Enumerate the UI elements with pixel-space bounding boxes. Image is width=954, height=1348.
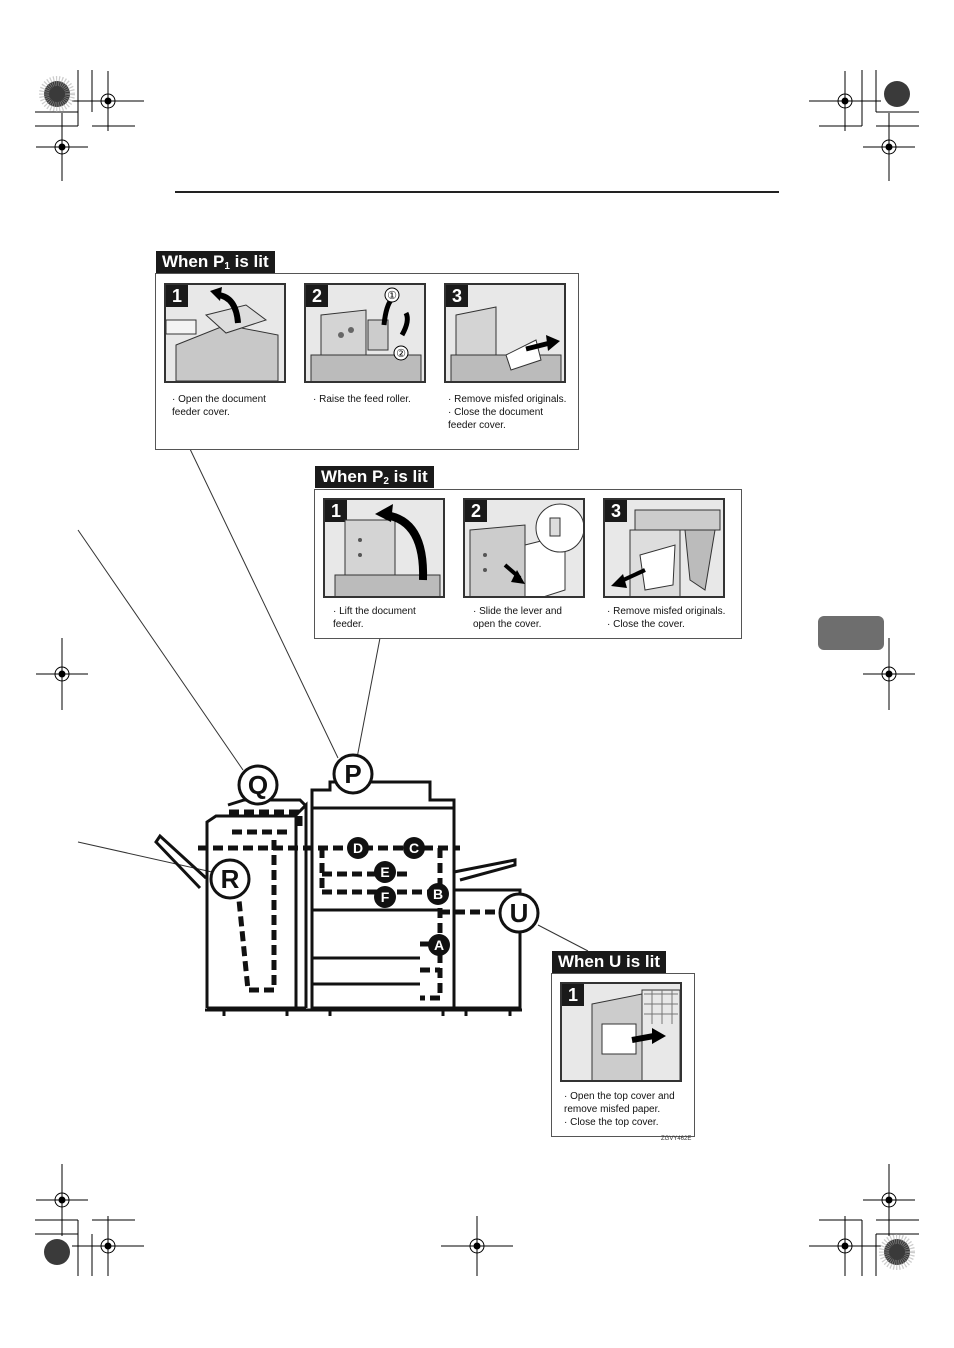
- step-number: 1: [325, 500, 347, 522]
- u-header-text: When U is lit: [558, 952, 660, 971]
- p1-step-1-illustration: 1: [164, 283, 286, 383]
- caption-line: remove misfed paper.: [564, 1104, 661, 1115]
- label-f: F: [381, 889, 390, 905]
- p1-step-3-illustration: 3: [444, 283, 566, 383]
- caption-line: · Slide the lever and: [473, 606, 562, 617]
- p2-step-3-caption: · Remove misfed originals. · Close the c…: [607, 605, 725, 631]
- label-q: Q: [248, 770, 268, 800]
- p2-step-2-illustration: 2: [463, 498, 585, 598]
- header-rule: [175, 191, 779, 193]
- p1-step-2-caption: · Raise the feed roller.: [313, 393, 411, 406]
- p2-header: When P2 is lit: [315, 466, 434, 488]
- label-d: D: [353, 840, 363, 856]
- p1-panel: 1 2 ① ② 3 · Open the document feeder cove…: [155, 273, 579, 450]
- u-step-1-illustration: 1: [560, 982, 682, 1082]
- caption-line: · Raise the feed roller.: [313, 394, 411, 405]
- figure-code: ZGVY462E: [661, 1136, 692, 1142]
- callout-1: ①: [387, 290, 397, 302]
- p2-step-2-caption: · Slide the lever and open the cover.: [473, 605, 562, 631]
- p1-header-sub: 1: [224, 261, 230, 272]
- step-number: 1: [562, 984, 584, 1006]
- p1-step-1-caption: · Open the document feeder cover.: [172, 393, 266, 419]
- step-number: 1: [166, 285, 188, 307]
- caption-line: · Lift the document: [333, 606, 416, 617]
- p1-step-3-caption: · Remove misfed originals. · Close the d…: [448, 393, 566, 432]
- label-c: C: [409, 840, 419, 856]
- p2-step-3-illustration: 3: [603, 498, 725, 598]
- step-number: 2: [465, 500, 487, 522]
- u-header: When U is lit: [552, 951, 666, 973]
- p1-header-tail: is lit: [229, 252, 269, 271]
- caption-line: · Remove misfed originals.: [448, 394, 567, 405]
- p2-panel: 1 2 3 · Lift the document feeder. · Slid…: [314, 489, 742, 639]
- caption-line: · Close the document: [448, 407, 544, 418]
- label-r: R: [221, 864, 240, 894]
- p2-header-text: When P: [321, 467, 384, 486]
- label-a: A: [434, 937, 444, 953]
- caption-line: feeder cover.: [448, 420, 506, 431]
- p2-header-tail: is lit: [388, 467, 428, 486]
- caption-line: · Close the top cover.: [564, 1117, 659, 1128]
- caption-line: feeder cover.: [172, 407, 230, 418]
- section-thumb-tab: [818, 616, 884, 650]
- caption-line: · Open the top cover and: [564, 1091, 675, 1102]
- label-e: E: [380, 864, 389, 880]
- p1-step-2-illustration: 2 ① ②: [304, 283, 426, 383]
- label-b: B: [433, 886, 443, 902]
- label-p: P: [344, 759, 361, 789]
- p2-step-1-illustration: 1: [323, 498, 445, 598]
- caption-line: feeder.: [333, 619, 364, 630]
- p2-header-sub: 2: [383, 476, 389, 487]
- u-panel: 1 · Open the top cover and remove misfed…: [551, 973, 695, 1137]
- callout-2: ②: [396, 348, 406, 360]
- p1-header-text: When P: [162, 252, 225, 271]
- step-number: 3: [446, 285, 468, 307]
- p2-step-1-caption: · Lift the document feeder.: [333, 605, 416, 631]
- step-number: 2: [306, 285, 328, 307]
- caption-line: open the cover.: [473, 619, 542, 630]
- caption-line: · Remove misfed originals.: [607, 606, 726, 617]
- step-number: 3: [605, 500, 627, 522]
- p1-header: When P1 is lit: [156, 251, 275, 273]
- caption-line: · Close the cover.: [607, 619, 685, 630]
- label-u: U: [510, 898, 529, 928]
- u-step-1-caption: · Open the top cover and remove misfed p…: [564, 1090, 675, 1129]
- caption-line: · Open the document: [172, 394, 266, 405]
